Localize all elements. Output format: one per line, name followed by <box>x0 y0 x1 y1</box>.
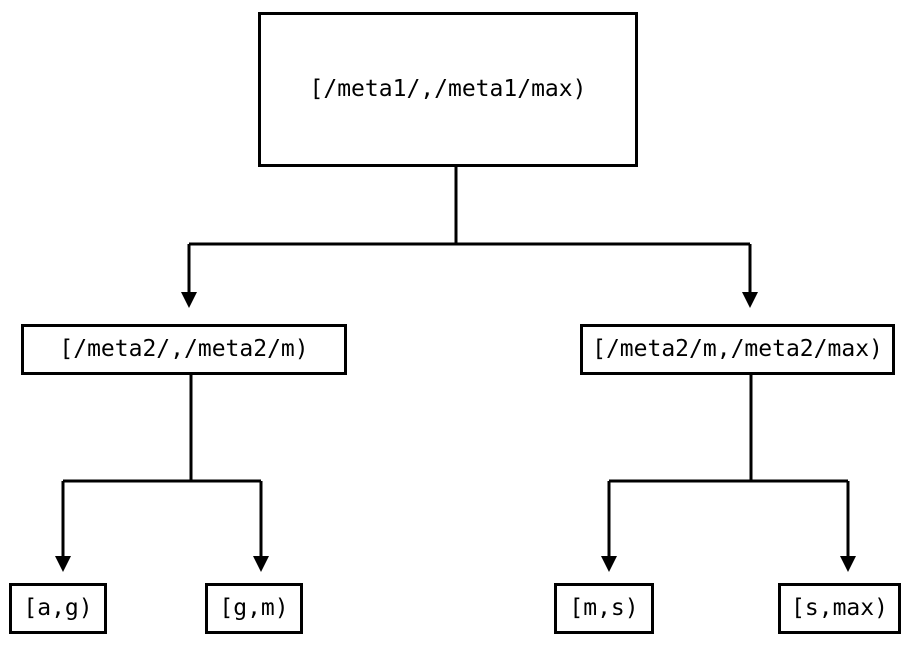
node-leaf-m-s[interactable]: [m,s) <box>554 583 654 634</box>
node-root-label: [/meta1/,/meta1/max) <box>309 76 587 102</box>
node-mid-left[interactable]: [/meta2/,/meta2/m) <box>21 324 347 375</box>
node-mid-right[interactable]: [/meta2/m,/meta2/max) <box>580 324 895 375</box>
node-leaf-a-g[interactable]: [a,g) <box>9 583 107 634</box>
arrowhead-to-leaf-1 <box>55 556 71 572</box>
node-mid-left-label: [/meta2/,/meta2/m) <box>59 336 309 362</box>
arrowhead-to-mid-right <box>742 292 758 308</box>
arrowhead-to-leaf-2 <box>253 556 269 572</box>
arrowhead-to-leaf-4 <box>840 556 856 572</box>
node-root[interactable]: [/meta1/,/meta1/max) <box>258 12 638 167</box>
arrowhead-to-leaf-3 <box>601 556 617 572</box>
node-leaf-g-m-label: [g,m) <box>219 595 289 621</box>
node-leaf-s-max[interactable]: [s,max) <box>778 583 901 634</box>
node-leaf-s-max-label: [s,max) <box>791 595 888 621</box>
node-leaf-g-m[interactable]: [g,m) <box>205 583 303 634</box>
arrowhead-to-mid-left <box>181 292 197 308</box>
node-leaf-a-g-label: [a,g) <box>23 595 93 621</box>
node-leaf-m-s-label: [m,s) <box>569 595 639 621</box>
node-mid-right-label: [/meta2/m,/meta2/max) <box>592 336 883 362</box>
